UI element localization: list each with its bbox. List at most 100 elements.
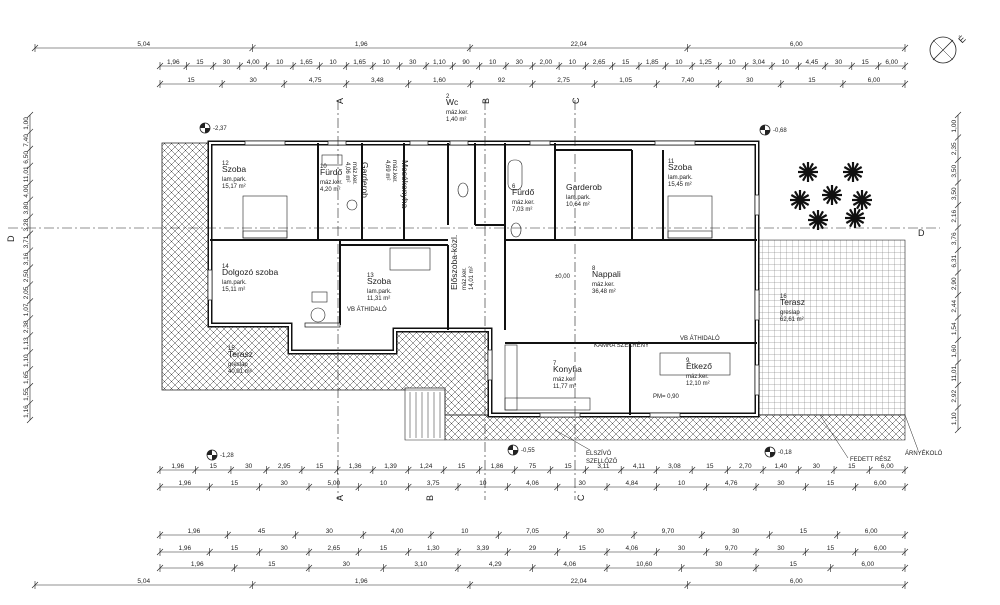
dim-label-bottom3-6: 30 bbox=[597, 528, 605, 535]
dim-label-left-6: 3,28 bbox=[23, 218, 30, 231]
north-label: É bbox=[956, 34, 967, 45]
dim-label-right-7: 2,90 bbox=[951, 277, 958, 290]
annotations: ±0,00 ELSZÍVÓ SZELLŐZŐ FEDETT RÉSZ ÁRNYÉ… bbox=[347, 274, 943, 465]
room-2-text-1: Garderob bbox=[360, 162, 370, 198]
room-5-text-0: 6 bbox=[512, 184, 516, 190]
room-8-text-0: 14 bbox=[222, 264, 229, 270]
dim-label-bottom5-9: 6,00 bbox=[861, 561, 874, 568]
plant-6 bbox=[845, 208, 865, 228]
room-1-text-0: 10 bbox=[320, 164, 327, 170]
section-a-top: A bbox=[335, 98, 345, 104]
room-9-text-3: 11,31 m² bbox=[367, 296, 390, 302]
dim-label-top2-15: 10 bbox=[569, 59, 577, 66]
plant-2 bbox=[790, 190, 810, 210]
room-10: Előszoba-közl.máz.ker.14,01 m² bbox=[449, 235, 475, 290]
room-4-text-3: 1,40 m² bbox=[446, 117, 466, 123]
dim-label-left-14: 1,10 bbox=[23, 354, 30, 367]
dim-label-bottom5-2: 30 bbox=[343, 561, 351, 568]
dim-label-bottom1-4: 15 bbox=[316, 463, 324, 470]
dim-label-right-8: 2,44 bbox=[951, 300, 958, 313]
dim-label-bottom6-1: 1,96 bbox=[355, 578, 368, 585]
exterior-walls bbox=[207, 140, 760, 418]
level-value-0: -2,37 bbox=[213, 126, 227, 132]
dim-label-bottom1-0: 1,96 bbox=[171, 463, 184, 470]
room-13-text-3: 12,10 m² bbox=[686, 381, 710, 387]
room-15-text-3: 62,61 m² bbox=[780, 317, 804, 323]
dim-label-bottom3-3: 4,00 bbox=[391, 528, 404, 535]
dim-label-bottom1-20: 6,00 bbox=[881, 463, 894, 470]
dim-label-bottom2-4: 10 bbox=[380, 480, 388, 487]
room-1-text-1: Fürdő bbox=[320, 167, 342, 177]
section-lines bbox=[8, 100, 940, 500]
room-15-text-2: greslap bbox=[780, 310, 800, 316]
dim-label-bottom1-2: 30 bbox=[245, 463, 253, 470]
room-10-text-3: 14,01 m² bbox=[469, 266, 475, 290]
dim-label-top1-0: 5,04 bbox=[137, 41, 150, 48]
dim-label-top2-13: 30 bbox=[516, 59, 524, 66]
dim-label-top3-6: 2,75 bbox=[557, 77, 570, 84]
dim-label-bottom2-13: 15 bbox=[827, 480, 835, 487]
dim-label-bottom1-3: 2,95 bbox=[278, 463, 291, 470]
dim-label-top2-16: 2,65 bbox=[593, 59, 606, 66]
section-b-bottom: B bbox=[425, 495, 435, 501]
dim-label-bottom3-2: 30 bbox=[326, 528, 334, 535]
dim-label-left-17: 1,16 bbox=[23, 405, 30, 418]
dim-label-bottom4-7: 29 bbox=[529, 545, 537, 552]
dim-label-top2-1: 15 bbox=[196, 59, 204, 66]
room-15-text-0: 16 bbox=[780, 294, 787, 300]
dim-label-right-12: 2,92 bbox=[951, 390, 958, 403]
dim-label-top2-18: 1,85 bbox=[646, 59, 659, 66]
dim-label-left-16: 1,55 bbox=[23, 388, 30, 401]
dim-label-bottom1-19: 15 bbox=[848, 463, 856, 470]
dim-label-bottom2-14: 6,00 bbox=[874, 480, 887, 487]
dim-label-top3-3: 3,48 bbox=[371, 77, 384, 84]
dim-label-top2-9: 30 bbox=[409, 59, 417, 66]
dim-label-top3-2: 4,75 bbox=[309, 77, 322, 84]
dim-label-right-9: 1,54 bbox=[951, 322, 958, 335]
vb-label-right: VB ÁTHIDALÓ bbox=[680, 335, 720, 342]
room-7-text-1: Szoba bbox=[668, 162, 692, 172]
dim-label-bottom4-8: 15 bbox=[579, 545, 587, 552]
dim-label-bottom2-11: 4,76 bbox=[725, 480, 738, 487]
dim-label-top2-19: 10 bbox=[675, 59, 683, 66]
north-arrow: É bbox=[929, 34, 968, 64]
dim-label-top2-26: 15 bbox=[861, 59, 869, 66]
dim-label-top2-23: 10 bbox=[782, 59, 790, 66]
dim-label-top1-2: 22,04 bbox=[571, 41, 588, 48]
dim-label-top2-25: 30 bbox=[835, 59, 843, 66]
room-10-text-1: Előszoba-közl. bbox=[449, 235, 459, 290]
room-4-text-1: Wc bbox=[446, 97, 459, 107]
section-a-bottom: A bbox=[335, 495, 345, 501]
dim-label-left-13: 1,13 bbox=[23, 337, 30, 350]
room-14-text-0: 15 bbox=[228, 346, 235, 352]
dim-label-top2-11: 90 bbox=[462, 59, 470, 66]
room-11-text-3: 36,48 m² bbox=[592, 289, 616, 295]
room-7-text-3: 15,45 m² bbox=[668, 182, 692, 188]
room-9-text-1: Szoba bbox=[367, 276, 391, 286]
dim-label-bottom4-6: 3,39 bbox=[477, 545, 490, 552]
dim-label-right-11: 11,01 bbox=[951, 365, 958, 381]
dim-label-bottom3-8: 30 bbox=[732, 528, 740, 535]
dim-label-bottom5-1: 15 bbox=[268, 561, 276, 568]
dim-label-bottom5-7: 30 bbox=[715, 561, 723, 568]
dim-label-bottom1-16: 2,70 bbox=[739, 463, 752, 470]
room-3-text-3: 4,69 m² bbox=[384, 160, 390, 180]
section-d-left: D bbox=[6, 235, 16, 242]
dim-label-bottom1-17: 1,40 bbox=[775, 463, 788, 470]
dim-label-bottom5-6: 10,60 bbox=[636, 561, 653, 568]
dim-label-bottom4-9: 4,06 bbox=[626, 545, 639, 552]
elszivo-label: ELSZÍVÓ bbox=[586, 450, 612, 457]
room-5-text-3: 7,03 m² bbox=[512, 207, 532, 213]
pm-label: PM= 0,90 bbox=[653, 394, 680, 400]
dim-label-bottom5-3: 3,10 bbox=[414, 561, 427, 568]
dim-label-bottom1-14: 3,08 bbox=[668, 463, 681, 470]
dim-label-bottom3-9: 15 bbox=[800, 528, 808, 535]
room-6-text-1: Garderob bbox=[566, 182, 602, 192]
room-5-text-1: Fürdő bbox=[512, 187, 534, 197]
